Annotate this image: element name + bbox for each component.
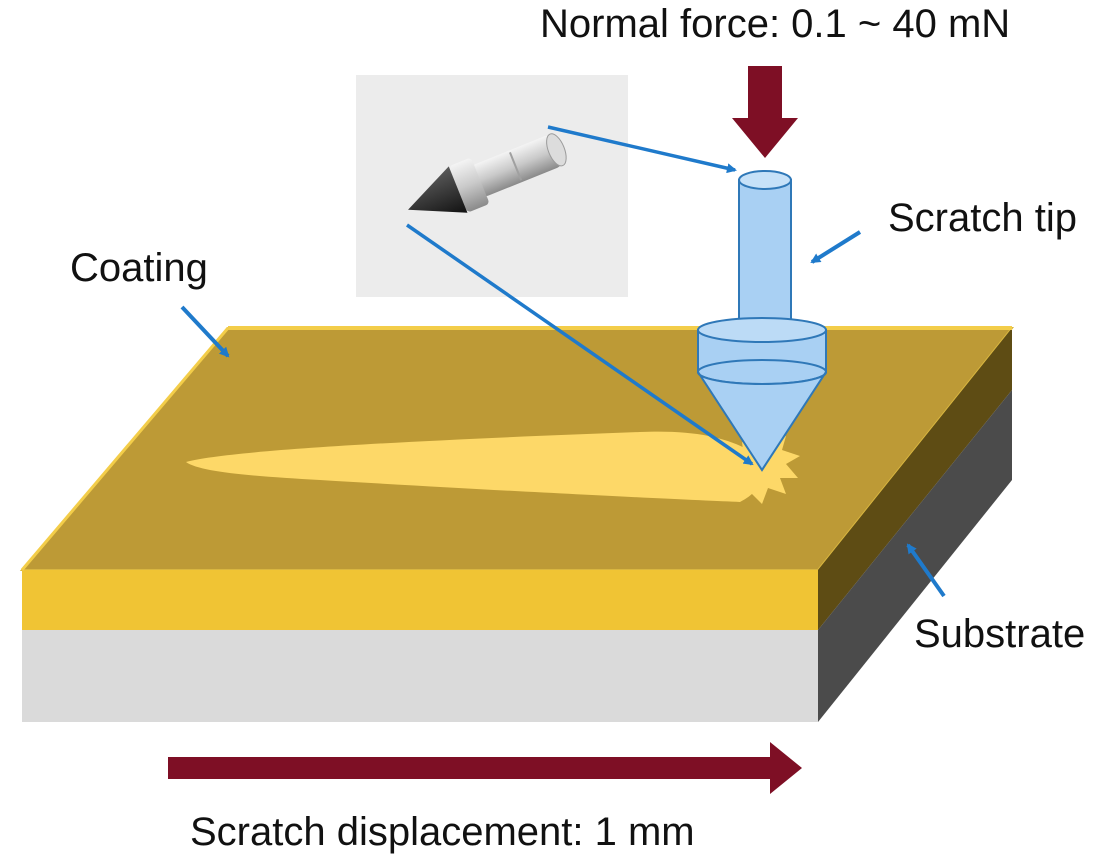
normal-force-label: Normal force: 0.1 ~ 40 mN — [540, 2, 1011, 46]
substrate-label: Substrate — [914, 612, 1086, 656]
scratch-tip-label: Scratch tip — [888, 196, 1077, 240]
coating-label: Coating — [70, 246, 208, 290]
coating-pointer — [180, 305, 230, 358]
tip-shaft-top — [738, 170, 792, 190]
tip-collar-top — [697, 317, 827, 343]
substrate-front-face — [22, 630, 818, 722]
coating-left-highlight — [20, 327, 230, 571]
substrate-pointer — [906, 543, 946, 598]
stylus-pin-groove — [509, 152, 523, 181]
stylus-pin-collar — [449, 158, 489, 212]
scratch-displacement-arrow — [168, 742, 802, 794]
stylus-pin-cone — [408, 166, 468, 213]
label-pointers — [180, 230, 946, 598]
tip-shaft — [738, 179, 792, 331]
stylus-photo — [356, 75, 628, 297]
scratch-tip-pointer — [810, 230, 862, 264]
tip-cone — [696, 368, 828, 472]
photo-to-shaft-connector — [547, 125, 737, 174]
coating-front-edge — [22, 570, 818, 630]
normal-force-arrow — [732, 66, 798, 158]
photo-to-cone-connector — [406, 223, 754, 466]
stylus-pin — [408, 133, 567, 213]
coating-side-edge — [818, 328, 1012, 630]
scratch-tip-illustration — [696, 170, 828, 472]
coating-substrate-block — [19, 326, 1015, 722]
stylus-pin-end — [546, 133, 567, 167]
scratch-groove — [186, 431, 759, 502]
scratch-displacement-label: Scratch displacement: 1 mm — [190, 810, 695, 854]
connector-lines — [406, 125, 754, 466]
